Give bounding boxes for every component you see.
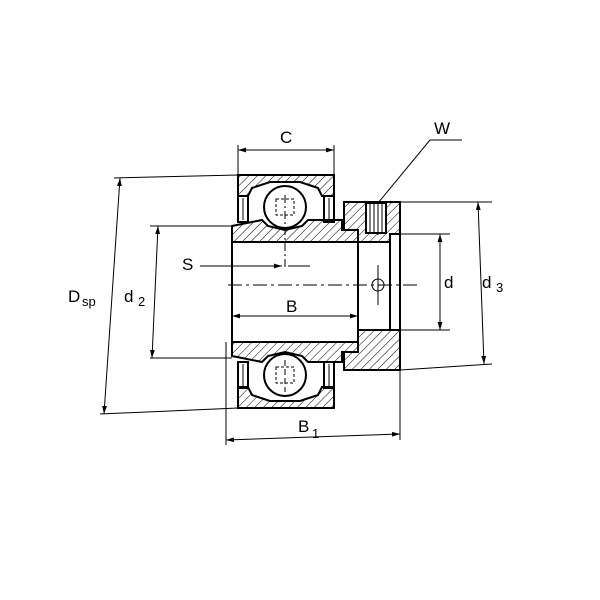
seals [237, 195, 335, 389]
label-c: C [280, 128, 292, 147]
set-screw [365, 202, 387, 234]
dim-b1 [225, 431, 401, 443]
label-w: W [434, 119, 450, 138]
label-dsp-sub: sp [82, 294, 96, 309]
label-d3-sub: 3 [496, 280, 503, 295]
label-s: S [182, 255, 193, 274]
label-b1-sub: 1 [312, 426, 319, 441]
dimension-labels: C W S B B 1 D sp d 2 d d 3 [68, 119, 503, 441]
label-d3-base: d [482, 273, 491, 292]
label-b: B [286, 297, 297, 316]
label-d2-base: d [124, 287, 133, 306]
w-leader [377, 139, 431, 204]
label-b1-base: B [298, 417, 309, 436]
dimension-lines [102, 139, 487, 443]
dim-dsp [102, 177, 122, 415]
bore [231, 241, 358, 343]
label-dsp-base: D [68, 287, 80, 306]
dim-d3 [475, 201, 487, 365]
label-d: d [444, 273, 453, 292]
center-lines [228, 195, 420, 392]
dim-d2 [149, 225, 161, 359]
label-d2-sub: 2 [138, 294, 145, 309]
